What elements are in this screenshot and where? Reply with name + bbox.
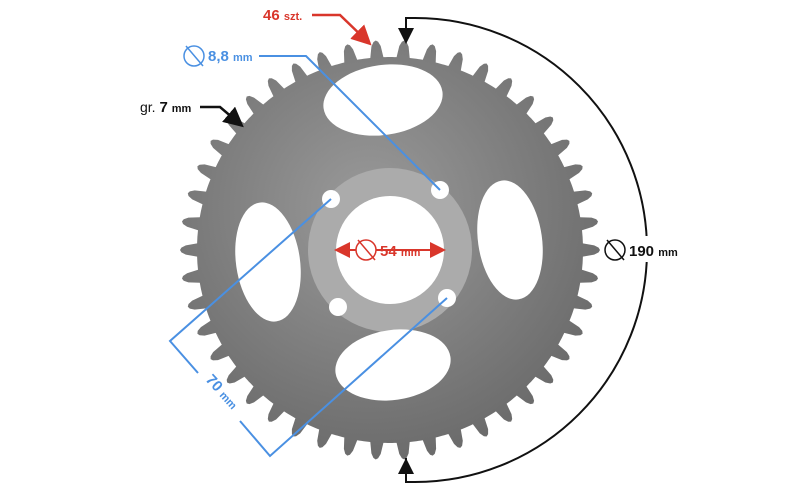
diameter-icon	[183, 45, 205, 67]
diameter-icon	[604, 239, 626, 261]
center-hole-label: 54 mm	[380, 243, 421, 260]
outer-diameter-label: 190 mm	[629, 243, 678, 260]
bolt-spacing-bracket	[168, 198, 332, 374]
bolt-hole-leader	[259, 55, 441, 191]
cutouts	[235, 64, 543, 401]
thickness-label: gr. 7 mm	[140, 99, 191, 116]
teeth-label: 46 szt.	[263, 7, 302, 24]
teeth-arrow	[312, 13, 372, 46]
thickness-arrow	[200, 105, 244, 128]
bolt-hole-label: 8,8 mm	[208, 48, 253, 65]
